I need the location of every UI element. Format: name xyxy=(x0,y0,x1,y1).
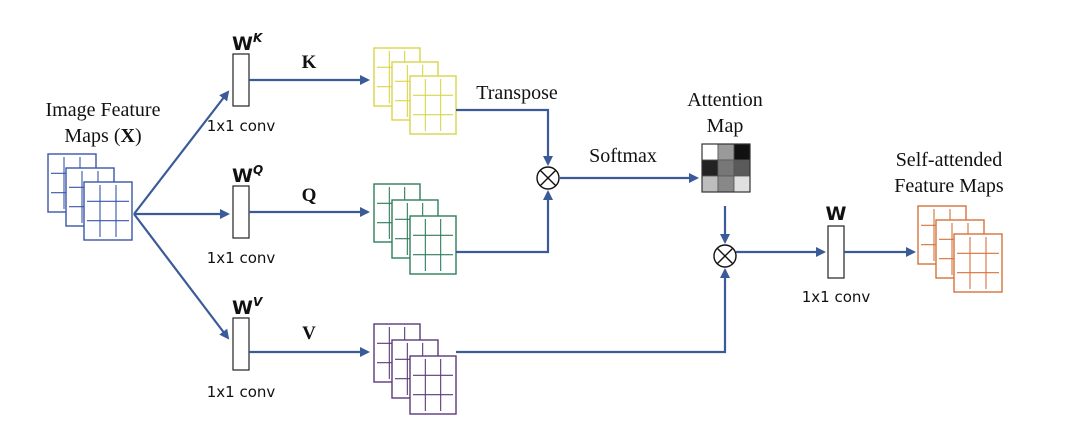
conv-out-label: 1x1 conv xyxy=(802,288,871,306)
wv-label: WV xyxy=(232,295,264,319)
input-map-sheet-3 xyxy=(83,181,133,241)
query-feature-maps xyxy=(373,183,457,275)
conv-v-label: 1x1 conv xyxy=(207,383,276,401)
arrow-value-to-multiply xyxy=(456,268,730,354)
attention-cell-3-2 xyxy=(717,175,735,193)
attention-cell-3-1 xyxy=(701,175,719,193)
key-feature-maps xyxy=(373,47,457,135)
wk-conv-box xyxy=(232,53,250,107)
wq-label: WQ xyxy=(232,163,263,187)
multiply-op-2 xyxy=(713,244,737,268)
arrow-input-to-wv xyxy=(133,213,230,340)
attention-cell-1-1 xyxy=(701,143,719,161)
output-label-line2: Feature Maps xyxy=(894,175,1004,197)
attention-cell-1-3 xyxy=(733,143,751,161)
key-map-sheet-3 xyxy=(409,75,457,135)
attention-map-border xyxy=(701,143,751,193)
attention-cell-2-1 xyxy=(701,159,719,177)
multiply-op-1 xyxy=(536,166,560,190)
w-output-label: W xyxy=(826,203,847,225)
wv-conv-box xyxy=(232,317,250,371)
attention-cell-2-2 xyxy=(717,159,735,177)
arrow-input-to-wk xyxy=(133,90,230,215)
output-label-line1: Self-attended xyxy=(896,149,1003,171)
input-feature-maps xyxy=(47,153,133,241)
attention-label-line2: Map xyxy=(707,115,744,137)
attention-cell-1-2 xyxy=(717,143,735,161)
wq-conv-box xyxy=(232,185,250,239)
attention-label-line1: Attention xyxy=(687,89,763,111)
value-map-sheet-3 xyxy=(409,355,457,415)
k-label: K xyxy=(302,52,317,73)
w-output-conv-box xyxy=(827,225,845,279)
output-map-sheet-3 xyxy=(953,233,1003,293)
input-label-line1: Image Feature xyxy=(46,99,161,121)
q-label: Q xyxy=(302,185,317,206)
input-label-line2: Maps (X) xyxy=(64,125,141,147)
conv-q-label: 1x1 conv xyxy=(207,249,276,267)
value-feature-maps xyxy=(373,323,457,415)
arrow-key-transpose xyxy=(456,108,553,166)
output-feature-maps xyxy=(917,205,1003,293)
arrow-query-to-multiply xyxy=(456,190,553,254)
wk-label: WK xyxy=(232,31,264,55)
softmax-label: Softmax xyxy=(589,145,657,167)
transpose-label: Transpose xyxy=(476,82,558,104)
attention-cell-2-3 xyxy=(733,159,751,177)
attention-map xyxy=(701,143,751,193)
conv-k-label: 1x1 conv xyxy=(207,117,276,135)
attention-cell-3-3 xyxy=(733,175,751,193)
v-label: V xyxy=(302,323,316,344)
query-map-sheet-3 xyxy=(409,215,457,275)
